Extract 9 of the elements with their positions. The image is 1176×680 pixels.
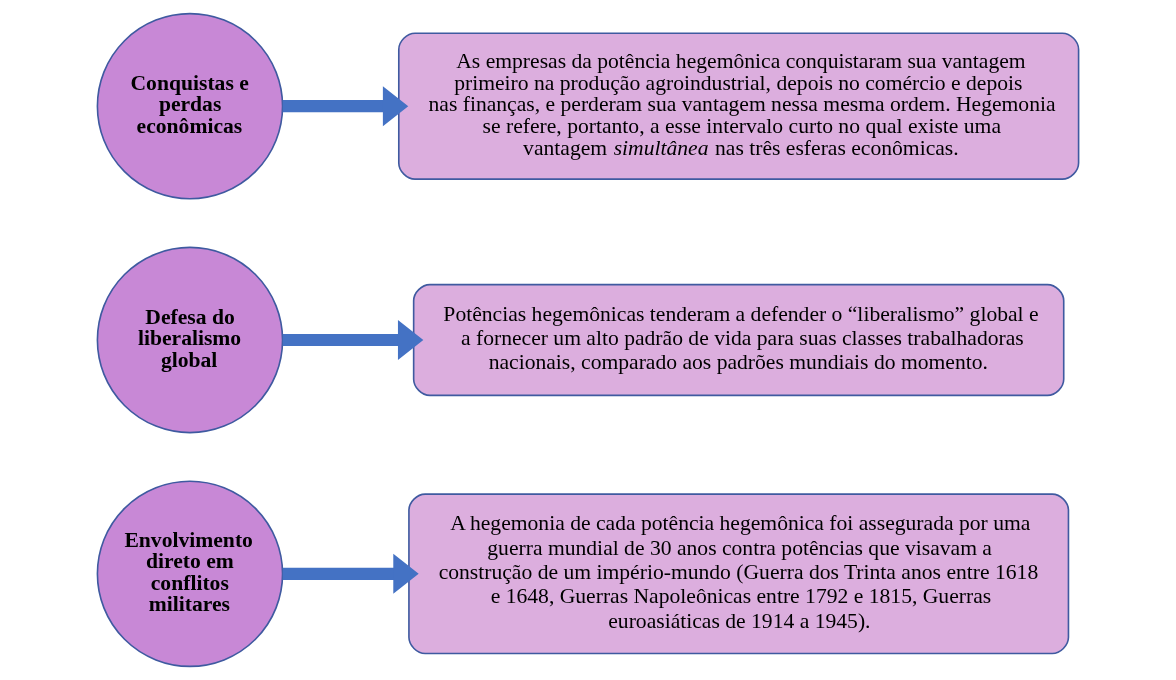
node-box: A hegemonia de cada potência hegemônica foi assegurada por uma guerra mundial de 30 anos contra potências que visavam a construção de um império-mundo (Guerra dos Trinta anos entre 1618 e 1648, Guerras Napoleônicas entre 1792 e 1815, Guerras euroasiáticas de 1914 a 1945).	[408, 493, 1070, 655]
node-box: Potências hegemônicas tenderam a defender o “liberalismo” global e a fornecer um alto padrão de vida para suas classes trabalhadoras nacionais, comparado aos padrões mundiais do momento.	[412, 283, 1065, 397]
arrow	[282, 86, 409, 127]
node-circle: Envolvimento direto em conflitos militares	[96, 480, 284, 668]
arrow	[282, 320, 424, 360]
node-circle: Defesa do liberalismo global	[96, 246, 284, 434]
node-box: As empresas da potência hegemônica conquistaram sua vantagem primeiro na produção agroindustrial, depois no comércio e depois nas finanças, e perderam sua vantagem nessa mesma ordem. Hegemonia se refere, portanto, a esse intervalo curto no qual existe uma vantagem simultânea nas três esferas econômicas.	[398, 32, 1080, 180]
node-circle: Conquistas e perdas econômicas	[96, 12, 284, 200]
arrow	[282, 553, 419, 594]
